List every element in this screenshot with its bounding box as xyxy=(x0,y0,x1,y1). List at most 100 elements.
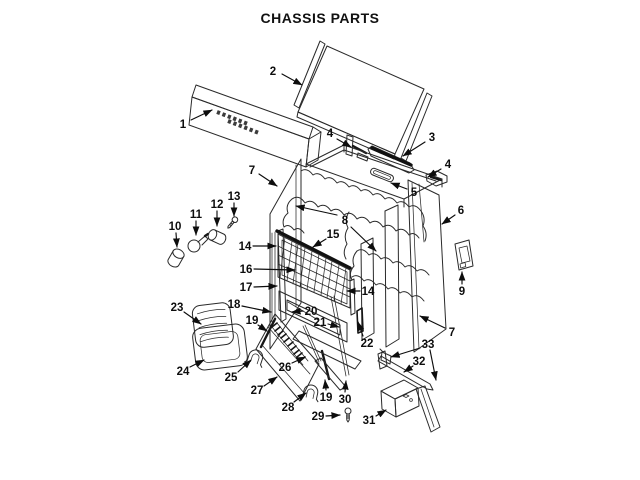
support-rods-shape xyxy=(259,317,277,349)
top-slot-shape xyxy=(373,170,391,180)
burner-grate-shape xyxy=(275,229,352,270)
callout-28: 28 xyxy=(282,402,295,414)
callout-arrow-15 xyxy=(312,238,327,248)
louvered-vent-panel-shape xyxy=(197,309,229,342)
bottom-frame-rails xyxy=(292,330,362,391)
clip-25-shape xyxy=(244,349,264,368)
burner-grate-shape xyxy=(279,236,347,305)
callout-14: 14 xyxy=(239,241,252,253)
end-brackets-shape xyxy=(379,348,392,365)
cabinet-top-rim xyxy=(305,144,443,208)
hinge-bracket-left-shape xyxy=(345,134,354,157)
drawer-tray-shape xyxy=(255,313,320,402)
callout-25: 25 xyxy=(225,372,238,384)
burner-box-shape xyxy=(402,394,410,398)
callout-arrow-19 xyxy=(322,379,330,391)
callout-arrow-26 xyxy=(291,356,306,364)
callout-arrow-19 xyxy=(257,323,268,332)
insulation-blanket xyxy=(282,169,430,302)
callout-9: 9 xyxy=(459,286,465,298)
small-sleeve-12-shape xyxy=(209,229,227,245)
support-rods-shape xyxy=(302,324,322,363)
callout-27: 27 xyxy=(251,385,264,397)
callout-arrow-4 xyxy=(427,168,442,178)
callout-arrow-7 xyxy=(258,173,278,187)
callout-31: 31 xyxy=(363,415,376,427)
support-rods-shape xyxy=(320,349,331,381)
callout-arrow-33 xyxy=(429,349,438,381)
insulation-blanket-shape xyxy=(282,198,293,228)
bottom-frame-rails-shape xyxy=(292,330,362,370)
vent-frame xyxy=(192,323,248,371)
insulation-blanket-shape xyxy=(343,211,350,260)
end-brackets-shape xyxy=(415,385,441,433)
callout-arrow-24 xyxy=(189,359,205,368)
insulation-blanket-shape xyxy=(291,196,420,239)
callout-29: 29 xyxy=(312,411,325,423)
side-panel-right xyxy=(407,179,447,353)
clip-28-shape xyxy=(305,388,315,399)
callout-18: 18 xyxy=(228,299,241,311)
callout-10: 10 xyxy=(169,221,182,233)
callout-arrow-16 xyxy=(253,266,296,274)
callout-arrow-28 xyxy=(293,392,307,403)
callout-arrow-2 xyxy=(281,73,303,86)
callout-arrow-30 xyxy=(341,380,349,393)
callout-8: 8 xyxy=(342,215,349,227)
callout-19: 19 xyxy=(246,315,259,327)
callout-2: 2 xyxy=(270,66,276,78)
drawer-tray xyxy=(255,313,320,402)
small-sleeve-12 xyxy=(207,229,227,245)
callout-12: 12 xyxy=(211,199,224,211)
screw-29 xyxy=(344,407,352,423)
callout-arrow-20 xyxy=(291,307,304,315)
callout-19: 19 xyxy=(320,392,333,404)
insulation-blanket-shape xyxy=(300,169,422,212)
top-slot xyxy=(370,167,394,183)
callout-16: 16 xyxy=(240,264,253,276)
top-panel-shape xyxy=(297,45,425,155)
callout-arrow-8 xyxy=(295,204,338,216)
top-panel-shape xyxy=(293,40,326,109)
callout-32: 32 xyxy=(413,356,426,368)
end-brackets xyxy=(379,348,441,433)
hinge-bracket-left-shape xyxy=(356,152,369,162)
control-panel-shape xyxy=(188,96,310,168)
callout-arrow-23 xyxy=(183,311,202,325)
callout-arrow-31 xyxy=(375,409,387,418)
callout-21: 21 xyxy=(314,317,327,329)
support-rods-shape xyxy=(330,295,350,377)
callout-arrow-10 xyxy=(172,232,180,248)
callout-arrow-21 xyxy=(327,321,340,329)
callout-13: 13 xyxy=(228,191,241,203)
callout-33: 33 xyxy=(422,339,435,351)
clip-28-shape xyxy=(299,384,319,403)
clip-25 xyxy=(244,349,264,368)
insulation-blanket-shape xyxy=(420,210,427,242)
callout-11: 11 xyxy=(190,209,203,221)
terminal-bracket xyxy=(454,239,474,271)
hinge-bracket-right-shape xyxy=(429,175,443,182)
top-panel-shape xyxy=(400,92,433,162)
callout-arrow-17 xyxy=(253,282,278,290)
inner-panels-shape xyxy=(384,204,400,348)
insulation-blanket-shape xyxy=(356,249,430,276)
callout-15: 15 xyxy=(327,229,340,241)
callout-5: 5 xyxy=(411,187,418,199)
callout-14: 14 xyxy=(362,286,375,298)
callout-30: 30 xyxy=(339,394,352,406)
callout-arrow-1 xyxy=(190,109,213,121)
callout-arrow-32 xyxy=(403,364,414,373)
top-slot-shape xyxy=(370,167,394,183)
small-clip-10-shape xyxy=(167,250,185,268)
callout-4: 4 xyxy=(327,128,334,140)
callout-20: 20 xyxy=(305,306,318,318)
diagram-title: CHASSIS PARTS xyxy=(260,10,380,26)
callout-17: 17 xyxy=(240,282,253,294)
side-panel-right-shape xyxy=(407,179,447,353)
support-rods xyxy=(259,295,350,381)
terminal-bracket-shape xyxy=(459,262,467,269)
clip-28 xyxy=(299,384,319,403)
